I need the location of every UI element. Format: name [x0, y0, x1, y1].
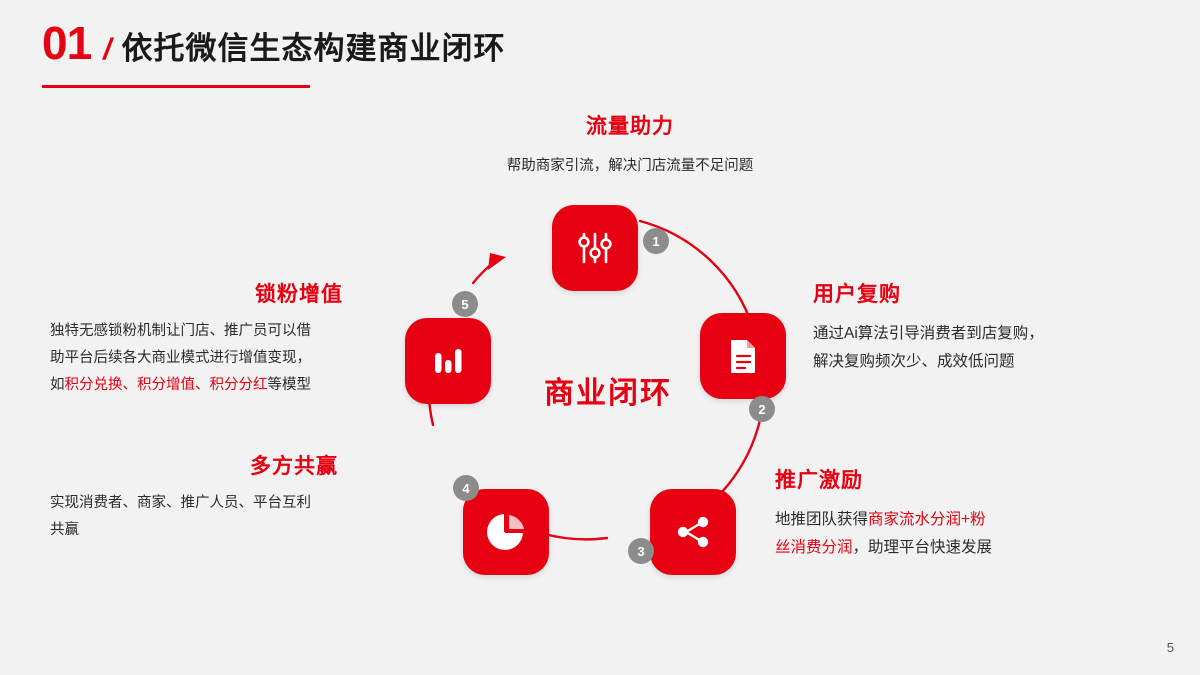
block-traffic-body: 帮助商家引流，解决门店流量不足问题 [506, 158, 754, 174]
block-lockfans-title: 锁粉增值 [255, 283, 343, 306]
node-traffic[interactable] [552, 205, 638, 291]
block-traffic: 流量助力 帮助商家引流，解决门店流量不足问题 [430, 110, 830, 180]
block-repurchase-line1: 通过Ai算法引导消费者到店复购， [813, 325, 1044, 342]
block-repurchase-line2: 解决复购频次少、成效低问题 [813, 353, 1015, 370]
block-lockfans-line3: 如积分兑换、积分增值、积分分红等模型 [50, 372, 395, 399]
header-underline [42, 85, 310, 88]
document-icon [731, 340, 755, 373]
block-winwin-line2: 共赢 [50, 522, 79, 538]
header-separator: / [103, 33, 112, 66]
section-number: 01 [42, 17, 92, 69]
badge-5: 5 [452, 291, 478, 317]
lockfans-line3-tail: 等模型 [267, 377, 312, 393]
block-repurchase-title: 用户复购 [813, 283, 901, 306]
block-traffic-title: 流量助力 [586, 115, 674, 138]
sliders-icon [578, 232, 612, 264]
promotion-highlight-3: 丝消费分润 [775, 539, 853, 556]
lockfans-line3-highlight: 积分兑换、积分增值、积分分红 [64, 377, 268, 393]
block-winwin-line1: 实现消费者、商家、推广人员、平台互利 [50, 495, 311, 511]
promotion-plus: + [961, 511, 971, 528]
center-label: 商业闭环 [544, 377, 672, 410]
pie-chart-icon [487, 514, 524, 550]
block-winwin-title: 多方共赢 [250, 455, 338, 478]
block-winwin: 多方共赢 实现消费者、商家、推广人员、平台互利 共赢 [50, 450, 380, 544]
promotion-highlight-1: 商家流水分润 [868, 511, 962, 528]
block-lockfans: 锁粉增值 独特无感锁粉机制让门店、推广员可以借 助平台后续各大商业模式进行增值变… [50, 278, 395, 399]
page-number: 5 [1166, 640, 1174, 655]
promotion-highlight-2: 粉 [970, 511, 986, 528]
block-lockfans-line2: 助平台后续各大商业模式进行增值变现， [50, 350, 311, 366]
block-promotion-title: 推广激励 [775, 469, 863, 492]
block-repurchase: 用户复购 通过Ai算法引导消费者到店复购， 解决复购频次少、成效低问题 [813, 278, 1163, 376]
block-lockfans-line1: 独特无感锁粉机制让门店、推广员可以借 [50, 323, 311, 339]
share-nodes-icon [677, 516, 709, 548]
node-winwin[interactable] [463, 489, 549, 575]
lockfans-line3-lead: 如 [50, 377, 65, 393]
badge-1: 1 [643, 228, 669, 254]
block-promotion: 推广激励 地推团队获得商家流水分润+粉 丝消费分润，助理平台快速发展 [775, 464, 1125, 562]
promotion-tail: ，助理平台快速发展 [852, 539, 993, 556]
badge-2: 2 [749, 396, 775, 422]
bar-chart-icon [435, 349, 462, 373]
page-title: 依托微信生态构建商业闭环 [121, 31, 506, 66]
node-lockfans[interactable] [405, 318, 491, 404]
block-promotion-body: 地推团队获得商家流水分润+粉 丝消费分润，助理平台快速发展 [775, 506, 1125, 562]
slide-header: 01 / 依托微信生态构建商业闭环 [42, 20, 506, 68]
node-promotion[interactable] [650, 489, 736, 575]
promotion-lead: 地推团队获得 [775, 511, 869, 528]
node-repurchase[interactable] [700, 313, 786, 399]
badge-4: 4 [453, 475, 479, 501]
badge-3: 3 [628, 538, 654, 564]
